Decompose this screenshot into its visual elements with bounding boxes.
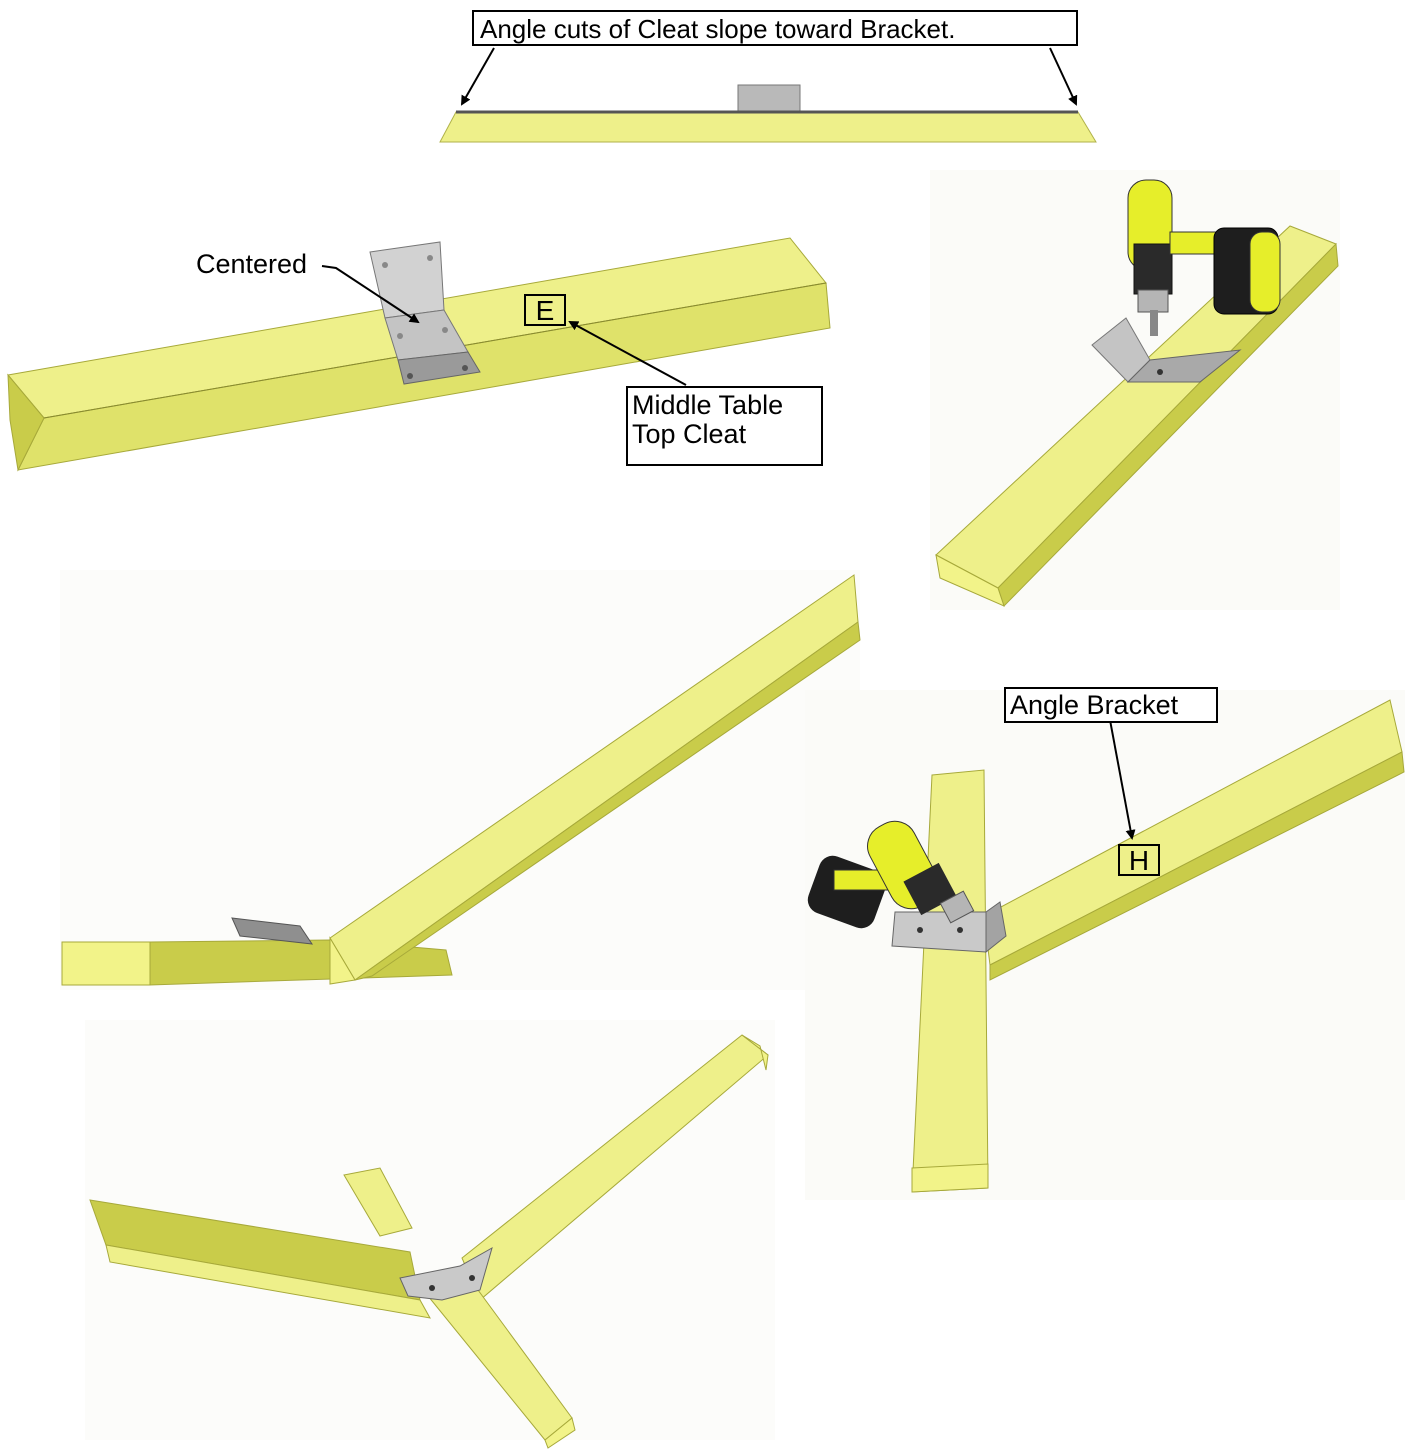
middle-cleat-view bbox=[7, 237, 831, 472]
leg-to-cleat-view bbox=[60, 570, 861, 990]
angle-cuts-callout: Angle cuts of Cleat slope toward Bracket… bbox=[472, 10, 1078, 46]
angle-bracket-icon bbox=[399, 1246, 493, 1301]
cleat-side-view bbox=[439, 84, 1097, 143]
centered-label: Centered bbox=[196, 249, 308, 279]
drill-icon bbox=[807, 820, 975, 929]
angle-bracket-callout: Angle Bracket bbox=[1004, 687, 1218, 723]
angle-bracket-icon bbox=[1091, 317, 1242, 383]
middle-table-top-cleat-callout: Middle Table Top Cleat bbox=[626, 386, 823, 466]
angle-bracket-arrow bbox=[1109, 719, 1136, 840]
angle-bracket-icon bbox=[231, 917, 314, 945]
middle-cleat-arrow bbox=[568, 321, 687, 386]
angle-cuts-label: Angle cuts of Cleat slope toward Bracket… bbox=[480, 14, 956, 44]
angle-cut-arrows bbox=[461, 47, 1078, 106]
angle-bracket-icon bbox=[737, 84, 801, 116]
completed-base-view bbox=[85, 1020, 775, 1449]
arrow-icon bbox=[1109, 719, 1136, 840]
arrow-icon bbox=[568, 321, 687, 386]
middle-table-label-line1: Middle Table bbox=[632, 390, 784, 420]
part-h-label: H bbox=[1118, 844, 1160, 876]
centered-arrow bbox=[321, 265, 420, 324]
middle-table-label-line2: Top Cleat bbox=[632, 419, 747, 450]
arrow-icon bbox=[1049, 47, 1078, 106]
drill-icon bbox=[1127, 179, 1281, 336]
arrow-icon bbox=[461, 47, 495, 106]
angle-bracket-icon bbox=[891, 901, 1007, 954]
angle-bracket-label: Angle Bracket bbox=[1010, 690, 1179, 720]
part-e-label: E bbox=[524, 294, 566, 326]
angle-bracket-icon bbox=[369, 241, 481, 385]
drill-on-cleat-view bbox=[930, 170, 1340, 610]
drill-on-legs-view bbox=[805, 690, 1405, 1200]
arrow-icon bbox=[321, 265, 420, 324]
